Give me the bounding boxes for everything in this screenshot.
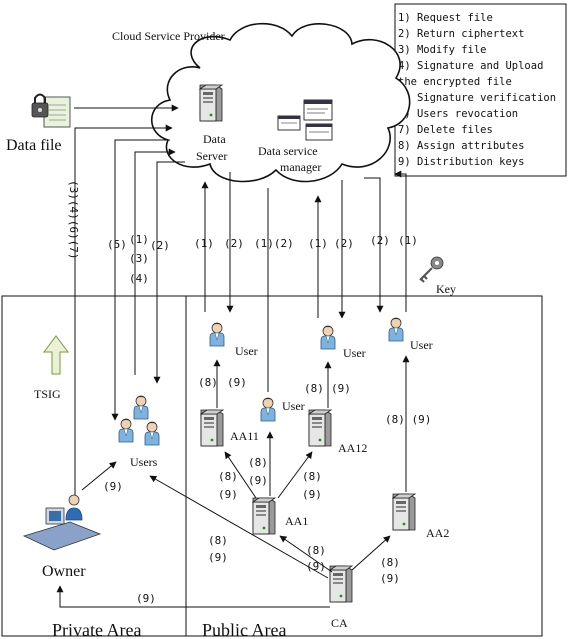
legend-item: 9) Distribution keys — [398, 156, 524, 168]
step-label: (9) — [331, 382, 351, 395]
aa1-server-icon — [252, 497, 276, 535]
arrow-users-cloud-1 — [134, 148, 176, 375]
aa12-server-icon — [308, 409, 332, 447]
step-label: (8) — [304, 382, 324, 395]
step-label: (9) — [380, 572, 400, 585]
step-label: (8) (9) — [385, 413, 431, 426]
tsig-icon — [43, 335, 69, 375]
ca-server-icon — [329, 565, 353, 603]
user-label: User — [235, 344, 258, 358]
user-label: User — [282, 399, 305, 413]
step-label: (3) — [129, 252, 149, 265]
step-label: (9) — [208, 551, 228, 564]
step-label: (1)(2) — [254, 237, 294, 250]
legend: 1) Request file 2) Return ciphertext 3) … — [398, 12, 556, 168]
arrow-cloud-user3 — [364, 177, 384, 313]
step-label: (9) — [306, 560, 326, 573]
user-icon — [260, 397, 276, 422]
legend-item: 8) Assign attributes — [398, 140, 524, 152]
legend-item: 2) Return ciphertext — [398, 28, 524, 40]
step-label: (9) — [103, 480, 123, 493]
aa2-server-icon — [392, 493, 416, 531]
user-label: User — [343, 346, 366, 360]
cloud-label: Cloud Service Provider — [112, 29, 225, 43]
step-label: (2) — [334, 237, 354, 250]
dsm-label: manager — [280, 160, 321, 174]
step-label: (4) — [129, 272, 149, 285]
arrow-ca-users — [149, 475, 329, 579]
arrow-owner-cloud — [74, 124, 173, 495]
step-label: (2) — [150, 239, 170, 252]
legend-item: 7) Delete files — [398, 124, 493, 136]
arrow-cloud-users-2 — [153, 161, 185, 384]
step-label: (8) — [218, 470, 238, 483]
step-label: (8) — [208, 534, 228, 547]
legend-item: 6) Users revocation — [398, 108, 518, 120]
public-area-box — [185, 295, 543, 637]
data-file-icon — [31, 93, 71, 128]
user-icon — [388, 317, 404, 342]
private-area-label: Private Area — [52, 620, 141, 639]
aa12-label: AA12 — [338, 441, 367, 455]
step-label: (1) — [308, 237, 328, 250]
arrow-users-cloud-5 — [111, 139, 170, 421]
step-label: (8) — [302, 470, 322, 483]
users-group-icon — [118, 395, 160, 446]
data-file-label: Data file — [6, 137, 62, 154]
aa11-server-icon — [200, 409, 224, 447]
step-label: (8) — [306, 544, 326, 557]
key-icon — [419, 256, 444, 283]
public-area-label: Public Area — [202, 620, 286, 639]
data-service-manager-icon — [277, 99, 333, 141]
step-label: (9) — [218, 488, 238, 501]
aa2-label: AA2 — [426, 526, 449, 540]
step-label: (1) — [129, 233, 149, 246]
legend-item: 5) Signature verification — [398, 92, 556, 104]
arrow-owner-users — [81, 461, 117, 491]
aa11-label: AA11 — [230, 429, 259, 443]
tsig-label: TSIG — [34, 387, 61, 401]
step-label: (2) — [224, 237, 244, 250]
arrow-user3-cloud — [394, 170, 407, 312]
step-label: (1) — [398, 234, 418, 247]
arrow-aa1-aa11 — [224, 451, 257, 499]
step-label: (5) — [107, 238, 127, 251]
step-label: (9) — [302, 488, 322, 501]
key-label: Key — [436, 282, 456, 296]
data-server-label: Server — [196, 149, 227, 163]
user-label: User — [410, 338, 433, 352]
legend-item: 1) Request file — [398, 12, 493, 24]
legend-item: the encrypted file — [398, 76, 512, 88]
step-label: (8) — [248, 456, 268, 469]
ca-label: CA — [331, 616, 348, 630]
step-label: (9) — [136, 592, 156, 605]
arrow-ca-owner — [56, 585, 330, 608]
data-server-icon — [199, 84, 223, 122]
legend-item: 3) Modify file — [398, 44, 487, 56]
step-label: (9) — [227, 376, 247, 389]
step-label: (8) — [198, 376, 218, 389]
user-icon — [209, 322, 225, 347]
aa1-label: AA1 — [285, 514, 308, 528]
owner-label: Owner — [42, 563, 86, 580]
arrow-ca-aa1 — [279, 535, 333, 573]
step-label: (2) — [370, 234, 390, 247]
legend-box — [394, 3, 567, 177]
users-label: Users — [130, 455, 158, 469]
private-area-box — [1, 295, 187, 637]
legend-item: 4) Signature and Upload — [398, 60, 543, 72]
step-label: (8) — [380, 556, 400, 569]
arrow-aa1-aa12 — [277, 451, 313, 499]
step-label: (9) — [248, 474, 268, 487]
owner-icon — [22, 494, 102, 551]
arrow-ca-aa2 — [351, 535, 391, 571]
user-icon — [320, 325, 336, 350]
step-label: (3)(4)(6)(7) — [67, 180, 80, 259]
data-server-label: Data — [203, 132, 226, 146]
step-label: (1) — [194, 237, 214, 250]
dsm-label: Data service — [258, 144, 318, 158]
